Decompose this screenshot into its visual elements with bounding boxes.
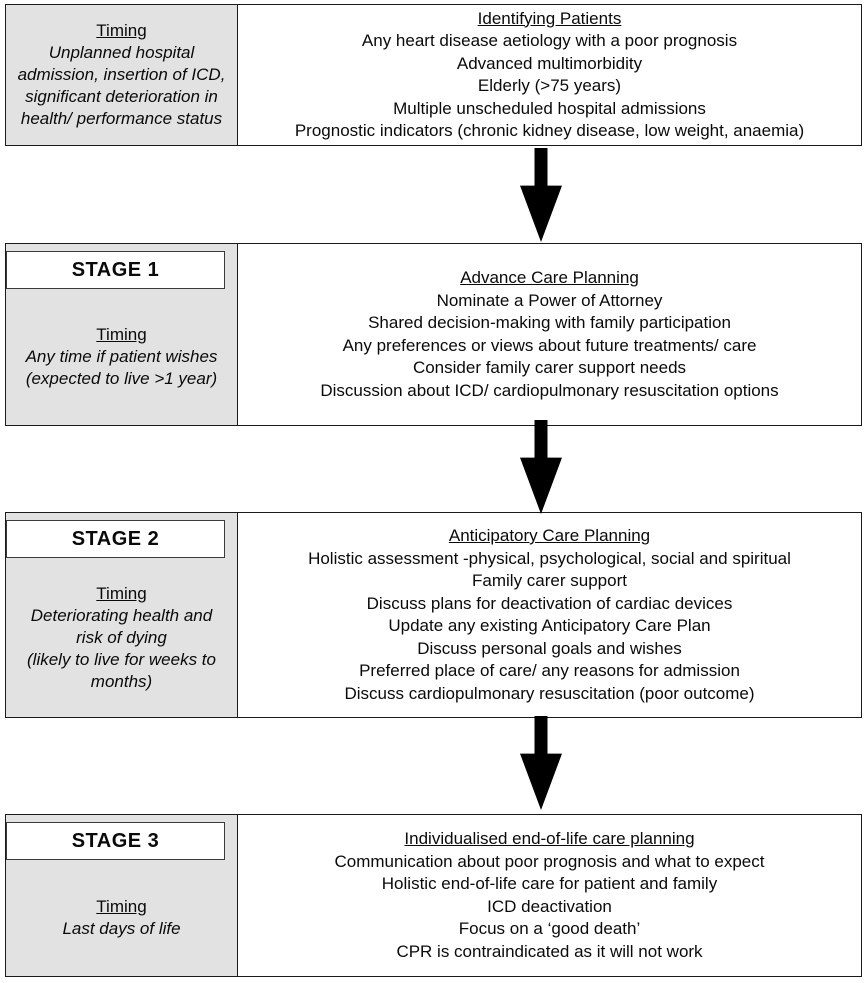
content-line: Discuss personal goals and wishes (417, 638, 682, 658)
timing-section: Timing Last days of life (6, 860, 237, 976)
stage-band-wrap: STAGE 1 (6, 244, 237, 289)
content-line: Nominate a Power of Attorney (436, 290, 663, 310)
timing-heading: Timing (96, 325, 147, 344)
down-arrow-icon (519, 716, 563, 811)
stage-band-wrap: STAGE 2 (6, 513, 237, 558)
stage-3-block: STAGE 3 Timing Last days of life Individ… (5, 814, 862, 977)
content-line: Discussion about ICD/ cardiopulmonary re… (320, 380, 779, 400)
stage-2-content-cell: Anticipatory Care Planning Holistic asse… (238, 513, 861, 717)
section-title: Identifying Patients (477, 8, 622, 28)
down-arrow-icon (519, 420, 563, 515)
section-title: Advance Care Planning (460, 268, 639, 287)
timing-text: (expected to live >1 year) (25, 369, 218, 388)
content-line: Elderly (>75 years) (477, 76, 622, 95)
timing-heading: Timing (96, 897, 147, 916)
content-line: Holistic assessment -physical, psycholog… (308, 548, 791, 568)
timing-heading: Timing (96, 583, 147, 603)
content-line: ICD deactivation (487, 896, 612, 916)
content-line: Focus on a ‘good death’ (458, 919, 641, 938)
stage-1-block: STAGE 1 Timing Any time if patient wishe… (5, 243, 862, 426)
timing-heading: Timing (96, 21, 147, 40)
identify-timing-cell: Timing Unplanned hospital admission, ins… (6, 5, 238, 145)
stage-2-timing-cell: STAGE 2 Timing Deteriorating health and … (6, 513, 238, 717)
identify-content-cell: Identifying Patients Any heart disease a… (238, 5, 861, 145)
stage-3-content-cell: Individualised end-of-life care planning… (238, 815, 861, 976)
timing-text: Deteriorating health and risk of dying (30, 605, 213, 647)
content-line: Preferred place of care/ any reasons for… (359, 661, 740, 680)
timing-section: Timing Unplanned hospital admission, ins… (6, 5, 237, 145)
stage-1-timing-cell: STAGE 1 Timing Any time if patient wishe… (6, 244, 238, 425)
content-line: Family carer support (472, 571, 627, 590)
timing-text: Any time if patient wishes (25, 347, 218, 366)
content-line: Holistic end-of-life care for patient an… (381, 874, 718, 893)
stage-1-content-cell: Advance Care Planning Nominate a Power o… (238, 244, 861, 425)
content-line: Discuss plans for deactivation of cardia… (366, 593, 733, 613)
stage-2-label: STAGE 2 (6, 520, 225, 558)
content-line: Any heart disease aetiology with a poor … (361, 31, 738, 50)
content-line: Advanced multimorbidity (456, 53, 643, 73)
stage-band-wrap: STAGE 3 (6, 815, 237, 860)
content-line: Any preferences or views about future tr… (342, 335, 757, 355)
content-line: Communication about poor prognosis and w… (334, 851, 765, 871)
timing-section: Timing Any time if patient wishes (expec… (6, 289, 237, 425)
identify-patients-block: Timing Unplanned hospital admission, ins… (5, 4, 862, 146)
down-arrow-icon (519, 148, 563, 243)
stage-3-timing-cell: STAGE 3 Timing Last days of life (6, 815, 238, 976)
timing-section: Timing Deteriorating health and risk of … (6, 558, 237, 717)
stage-2-block: STAGE 2 Timing Deteriorating health and … (5, 512, 862, 718)
section-title: Individualised end-of-life care planning (404, 829, 695, 848)
timing-text: (likely to live for weeks to months) (27, 649, 216, 691)
content-line: Shared decision-making with family parti… (368, 313, 731, 332)
content-line: Prognostic indicators (chronic kidney di… (294, 121, 805, 140)
content-line: Consider family carer support needs (412, 358, 687, 377)
timing-text: Last days of life (62, 919, 181, 938)
timing-text: Unplanned hospital admission, insertion … (17, 43, 226, 128)
section-title: Anticipatory Care Planning (448, 526, 651, 545)
stage-1-label: STAGE 1 (6, 251, 225, 289)
content-line: Update any existing Anticipatory Care Pl… (388, 616, 711, 635)
stage-3-label: STAGE 3 (6, 822, 225, 860)
content-line: Multiple unscheduled hospital admissions (393, 98, 706, 118)
content-line: CPR is contraindicated as it will not wo… (396, 941, 703, 961)
content-line: Discuss cardiopulmonary resuscitation (p… (344, 683, 755, 703)
